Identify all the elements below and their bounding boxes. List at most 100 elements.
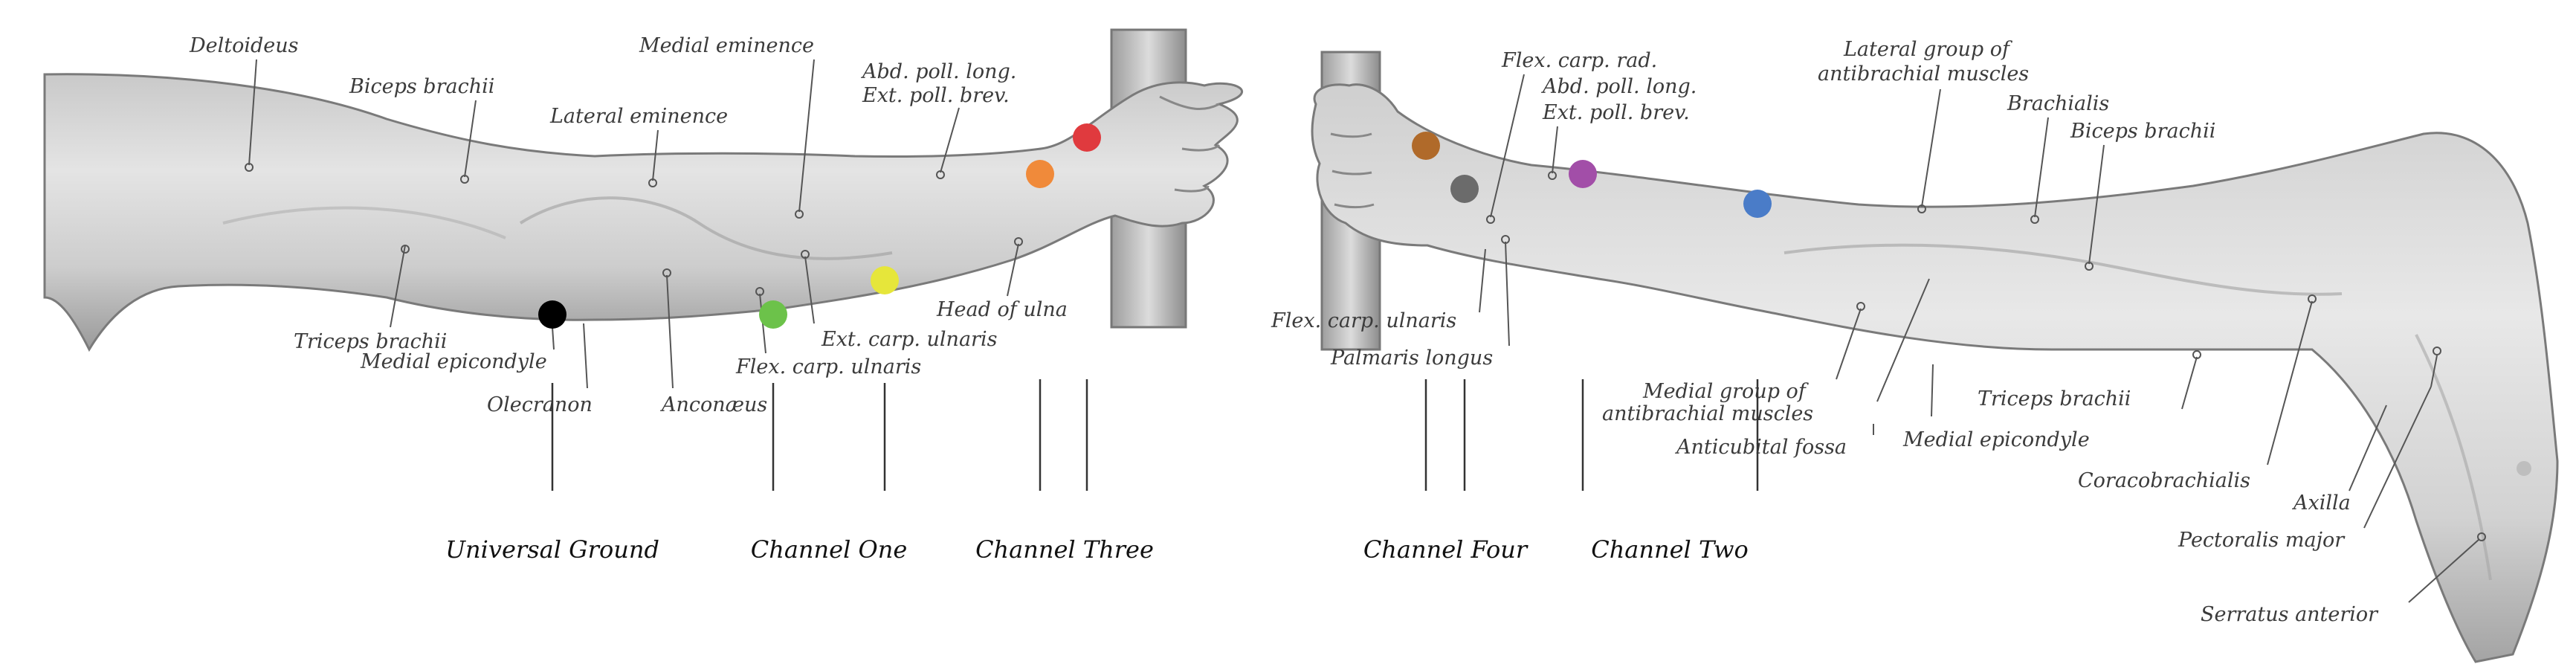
leader-endpoint [648, 178, 657, 187]
leader-line [2267, 300, 2313, 465]
label-channel-three: Channel Three [975, 535, 1154, 564]
leader-endpoint [2192, 350, 2201, 359]
electrode-channel-four-ref [1450, 175, 1479, 203]
leader-endpoint [1014, 237, 1023, 246]
label-channel-two: Channel Two [1591, 535, 1749, 564]
leader-line [940, 107, 960, 173]
leader-line [1552, 126, 1558, 174]
leader-line [2430, 355, 2438, 387]
label-medial-group-line1: Medial group of [1642, 380, 1809, 403]
leader-line [1873, 278, 1930, 435]
leader-endpoint [2308, 294, 2317, 303]
leader-endpoint [401, 245, 410, 254]
label-channel-one: Channel One [751, 535, 908, 564]
leader-endpoint [1856, 302, 1865, 311]
right-arm-shading [2415, 334, 2492, 581]
left-arm-illustration [43, 28, 1244, 352]
leader-endpoint [662, 268, 671, 277]
label-deltoideus: Deltoideus [189, 34, 299, 57]
label-biceps-brachii: Biceps brachii [349, 75, 494, 98]
right-arm-labels: Flex. carp. rad. Abd. poll. long. Ext. p… [1271, 38, 2486, 626]
leader-endpoint [1548, 171, 1557, 180]
label-brachialis: Brachialis [2007, 92, 2109, 115]
leader-line [2363, 386, 2432, 529]
leader-line [666, 274, 674, 389]
label-axilla: Axilla [2291, 492, 2351, 515]
label-palmaris-longus: Palmaris longus [1330, 347, 1493, 370]
leader-line [583, 323, 588, 389]
electrode-channel-one-ref [871, 266, 899, 294]
label-medial-epicondyle-right: Medial epicondyle [1902, 428, 2090, 451]
label-triceps-brachii-right: Triceps brachii [1978, 387, 2131, 410]
left-arm-labels: Deltoideus Biceps brachii Medial eminenc… [189, 34, 1068, 416]
leader-endpoint [2433, 347, 2441, 355]
leader-line [1007, 243, 1019, 297]
label-lateral-group-line1: Lateral group of [1843, 38, 2012, 61]
leader-line [2181, 356, 2198, 410]
electrode-channel-one [759, 300, 787, 329]
leader-line [804, 256, 815, 324]
electrode-channel-two-ref [1743, 190, 1772, 218]
label-ext-poll-brev-right: Ext. poll. brev. [1542, 101, 1690, 124]
leader-line [390, 245, 406, 328]
leader-line [1921, 88, 1941, 207]
leader-endpoint [1917, 204, 1926, 213]
channel-labels: Universal Ground Channel One Channel Thr… [445, 535, 1749, 564]
leader-line [2088, 144, 2105, 265]
leader-line [652, 129, 659, 181]
label-abd-poll-long: Abd. poll. long. [860, 60, 1016, 83]
label-lateral-group-line2: antibrachial muscles [1818, 62, 2029, 86]
label-anconaeus: Anconæus [659, 393, 767, 416]
electrode-channel-three-ref [1026, 160, 1054, 188]
label-medial-eminence: Medial eminence [639, 34, 814, 57]
label-channel-four: Channel Four [1363, 535, 1529, 564]
label-medial-epicondyle: Medial epicondyle [360, 350, 547, 373]
electrode-channel-four [1412, 132, 1440, 160]
right-fist-fingers [1330, 132, 1375, 209]
leader-line [2034, 117, 2049, 218]
label-coracobrachialis: Coracobrachialis [2078, 469, 2250, 492]
leader-line [798, 59, 815, 213]
leader-line [248, 59, 257, 166]
right-arm-silhouette [1311, 83, 2559, 663]
right-arm-illustration [1311, 51, 2559, 663]
label-lateral-eminence: Lateral eminence [549, 105, 728, 128]
label-head-of-ulna: Head of ulna [936, 298, 1068, 321]
leader-endpoint [936, 170, 945, 179]
leader-line [464, 100, 477, 178]
label-pectoralis-major: Pectoralis major [2178, 529, 2346, 552]
leader-line [1931, 364, 1934, 417]
label-serratus-anterior: Serratus anterior [2201, 603, 2379, 626]
electrode-channel-two [1569, 160, 1597, 188]
label-anticubital-fossa: Anticubital fossa [1674, 436, 1847, 459]
leader-endpoint [801, 250, 810, 259]
left-arm-shading [222, 206, 506, 239]
electrode-universal-ground [538, 300, 566, 329]
label-triceps-brachii: Triceps brachii [294, 330, 447, 353]
electrode-channel-three [1073, 123, 1101, 152]
leader-endpoint [755, 287, 764, 296]
label-flex-carp-ulnaris-left: Flex. carp. ulnaris [735, 355, 921, 378]
label-olecranon: Olecranon [487, 393, 593, 416]
left-arm-shading [519, 196, 893, 260]
channel-indicator-lines [551, 379, 1759, 491]
leader-endpoint [2085, 262, 2094, 271]
leader-endpoint [245, 163, 254, 172]
leader-endpoint [2477, 532, 2486, 541]
label-flex-carp-rad: Flex. carp. rad. [1501, 49, 1657, 72]
leader-endpoint [460, 175, 469, 184]
label-abd-poll-long-right: Abd. poll. long. [1540, 75, 1697, 98]
right-arm-shading [1783, 243, 2343, 296]
left-arm-silhouette [43, 73, 1244, 352]
label-ext-poll-brev: Ext. poll. brev. [862, 84, 1010, 107]
label-universal-ground: Universal Ground [445, 535, 659, 564]
leader-line [1505, 241, 1510, 347]
leader-endpoint [2030, 215, 2039, 224]
leader-line [2349, 405, 2387, 492]
leader-line [2408, 538, 2480, 603]
leader-line [1836, 308, 1862, 380]
electrodes [538, 123, 1772, 329]
label-medial-group-line2: antibrachial muscles [1602, 402, 1813, 425]
label-ext-carp-ulnaris: Ext. carp. ulnaris [821, 328, 997, 351]
